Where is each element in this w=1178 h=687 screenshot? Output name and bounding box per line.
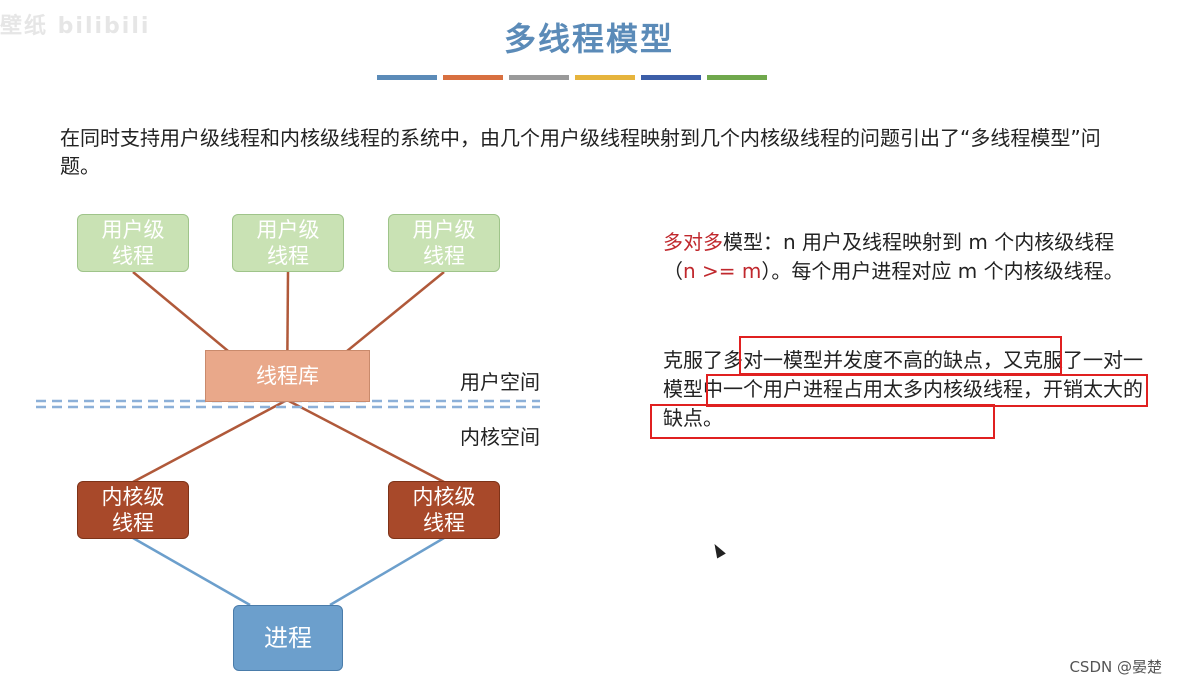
highlight-box-2 (706, 374, 1148, 407)
color-bar-segment-2 (443, 75, 503, 80)
user-thread-box-1: 用户级线程 (77, 214, 189, 272)
user-thread-label: 线程 (112, 244, 154, 268)
user-thread-box-2: 用户级线程 (232, 214, 344, 272)
process-label: 进程 (264, 624, 312, 652)
user-space-label: 用户空间 (460, 370, 540, 394)
intro-paragraph: 在同时支持用户级线程和内核级线程的系统中，由几个用户级线程映射到几个内核级线程的… (60, 126, 1101, 178)
color-bar-segment-3 (509, 75, 569, 80)
model-description-text-b: ）。每个用户进程对应 m 个内核级线程。 (761, 259, 1124, 283)
thread-library-label: 线程库 (256, 364, 319, 388)
kernel-space-label: 内核空间 (460, 425, 540, 449)
watermark: 壁纸 bilibili (0, 14, 151, 39)
kernel-thread-label: 线程 (112, 511, 154, 535)
title-color-bar (377, 75, 767, 80)
process-box: 进程 (233, 605, 343, 671)
model-description-text-a: 模型：n 用户及线程映射到 m 个内核级线程（ (663, 230, 1115, 283)
user-thread-label: 用户级 (412, 218, 476, 242)
color-bar-segment-5 (641, 75, 701, 80)
user-thread-label: 用户级 (256, 218, 320, 242)
model-description: 多对多模型：n 用户及线程映射到 m 个内核级线程（n >= m）。每个用户进程… (663, 228, 1143, 286)
model-condition: n >= m (683, 259, 762, 283)
slide-title: 多线程模型 (503, 20, 674, 58)
color-bar-segment-1 (377, 75, 437, 80)
color-bar-segment-4 (575, 75, 635, 80)
kernel-thread-label: 内核级 (101, 485, 165, 509)
user-thread-label: 用户级 (101, 218, 165, 242)
kernel-thread-box-2: 内核级线程 (388, 481, 500, 539)
thread-library-box: 线程库 (205, 350, 370, 402)
footer-credit: CSDN @晏楚 (1069, 658, 1162, 676)
kernel-thread-box-1: 内核级线程 (77, 481, 189, 539)
model-advantages: 克服了多对一模型并发度不高的缺点，又克服了一对一模型中一个用户进程占用太多内核级… (663, 348, 1143, 430)
model-name: 多对多 (663, 230, 723, 254)
kernel-thread-label: 内核级 (412, 485, 476, 509)
connector-lib-kernel2 (286, 398, 445, 484)
highlight-box-3 (650, 404, 995, 439)
kernel-thread-label: 线程 (423, 511, 465, 535)
user-thread-label: 线程 (423, 244, 465, 268)
connector-kernel2-process (329, 536, 445, 607)
highlight-box-1 (739, 336, 1062, 375)
connector-lib-kernel1 (132, 398, 288, 484)
color-bar-segment-6 (707, 75, 767, 80)
connector-kernel1-process (132, 536, 251, 607)
user-thread-box-3: 用户级线程 (388, 214, 500, 272)
user-thread-label: 线程 (267, 244, 309, 268)
